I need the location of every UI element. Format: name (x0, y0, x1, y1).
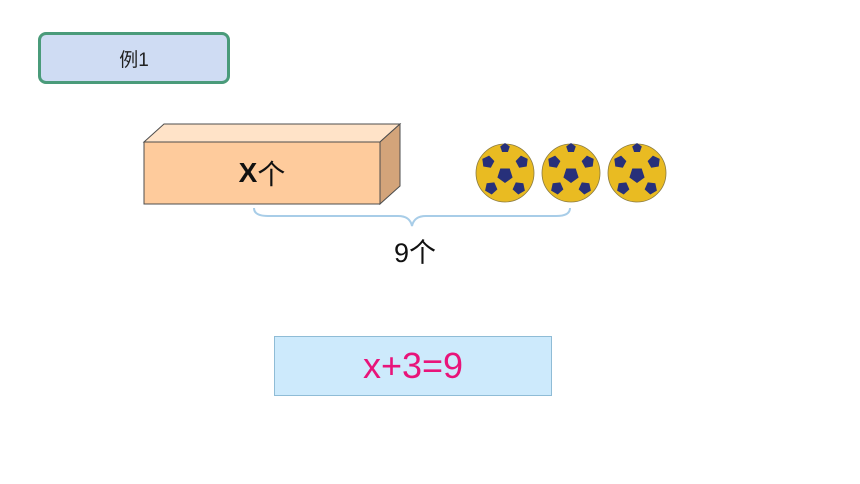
brace-path (253, 207, 571, 227)
curly-brace (253, 207, 571, 227)
cuboid-box (142, 122, 402, 206)
example-tag: 例1 (38, 32, 230, 84)
example-tag-label: 例1 (119, 49, 149, 71)
equation-text: x+3=9 (362, 345, 464, 386)
box-variable: X (238, 157, 258, 188)
equation-box: x+3=9 (274, 336, 552, 396)
soccer-ball-icon (541, 143, 601, 203)
total-count-label: 9个 (393, 237, 437, 268)
box-unit: 个 (257, 159, 286, 190)
cuboid-top-face (142, 123, 402, 143)
soccer-ball-icon (607, 143, 667, 203)
cuboid-front-face (143, 141, 381, 205)
soccer-balls (475, 143, 667, 203)
soccer-ball-icon (475, 143, 535, 203)
